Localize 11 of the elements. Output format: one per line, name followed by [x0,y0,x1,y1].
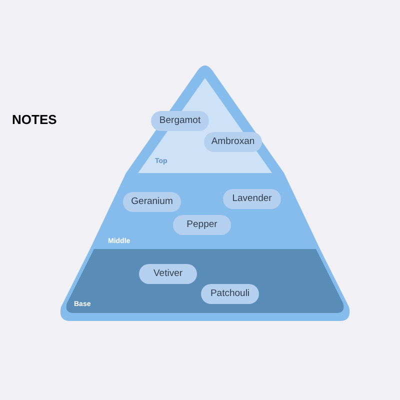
note-pill: Bergamot [151,111,209,131]
note-pill: Vetiver [139,264,197,284]
note-pill: Patchouli [201,284,259,304]
note-pill: Lavender [223,189,281,209]
title: NOTES [12,111,57,129]
note-pill: Geranium [123,192,181,212]
pyramid-tier [90,173,320,249]
pyramid-tier [58,249,352,321]
note-pill: Ambroxan [204,132,262,152]
pyramid-tier [126,64,284,173]
note-pill: Pepper [173,215,231,235]
